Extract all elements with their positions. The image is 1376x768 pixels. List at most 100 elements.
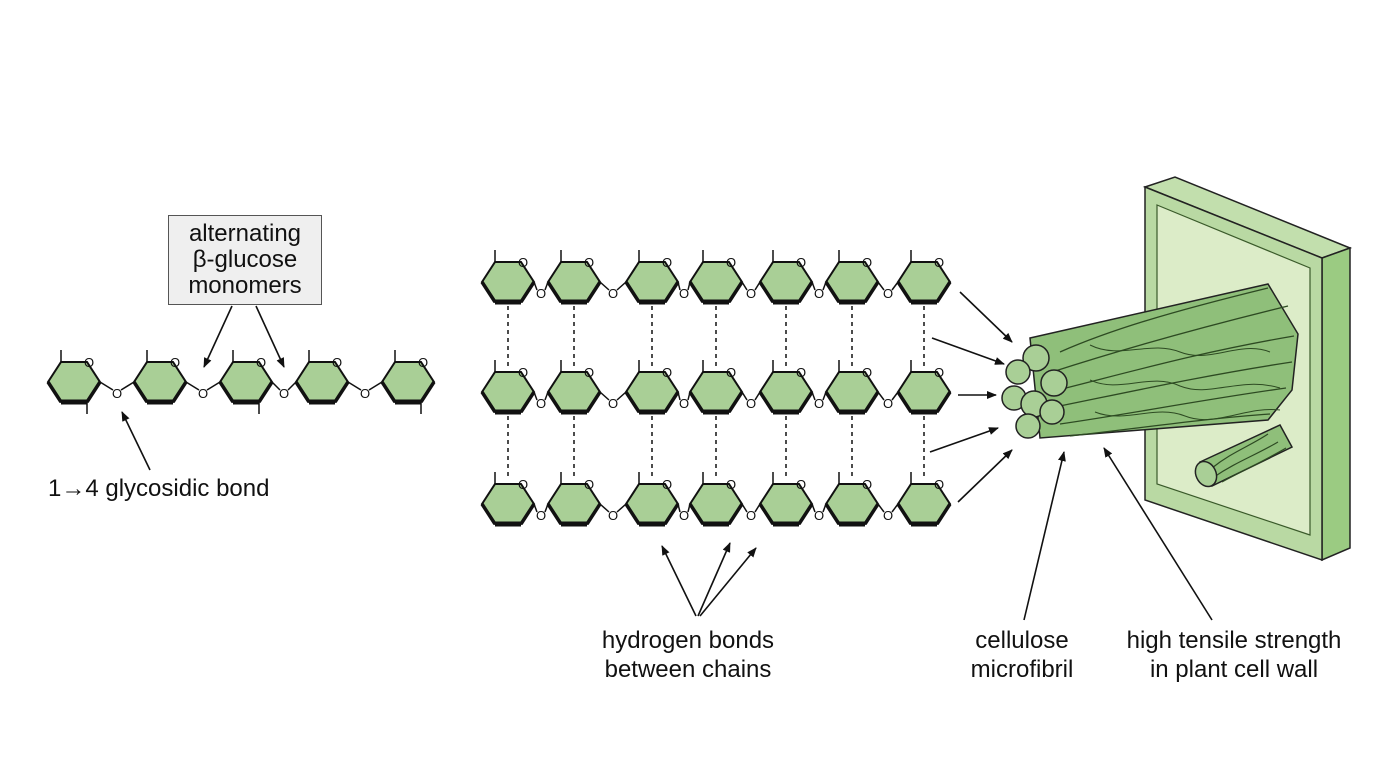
- parallel-chain-ring: O: [758, 360, 814, 415]
- glycosidic-oxygen-label: O: [814, 286, 824, 301]
- monomer-label-line-1: alternating: [188, 220, 302, 247]
- arrow-chain-to-fibril-5: [957, 449, 1013, 503]
- single-chain-ring: O: [380, 350, 436, 414]
- ring-oxygen-label: O: [84, 355, 94, 370]
- parallel-chain-link: O: [533, 503, 549, 523]
- ring-oxygen-label: O: [584, 365, 594, 380]
- microfibril-bundle: [1001, 283, 1299, 439]
- hydrogen-bonds-line-1: hydrogen bonds: [601, 627, 775, 654]
- ring-oxygen-label: O: [934, 477, 944, 492]
- parallel-chain-link: O: [811, 281, 827, 301]
- glycosidic-oxygen-label: O: [198, 386, 208, 401]
- parallel-chain-link: O: [677, 281, 691, 301]
- parallel-chain-ring: O: [480, 360, 536, 415]
- parallel-chain-ring: O: [758, 472, 814, 527]
- parallel-chain-link: O: [811, 503, 827, 523]
- arrow-chain-to-fibril-2: [931, 337, 1005, 365]
- parallel-chain-ring: O: [624, 360, 680, 415]
- tensile-strength-label: high tensile strength in plant cell wall: [1104, 626, 1364, 684]
- glycosidic-oxygen-label: O: [608, 396, 618, 411]
- arrow-monomer-left: [203, 305, 233, 368]
- parallel-chain-link: O: [599, 391, 627, 411]
- parallel-chain-ring: O: [688, 472, 744, 527]
- tensile-strength-line-2: in plant cell wall: [1149, 656, 1319, 683]
- glycosidic-bond-label: 1→4 glycosidic bond: [48, 475, 270, 502]
- glycosidic-oxygen-label: O: [679, 286, 689, 301]
- hydrogen-bonds-line-2: between chains: [604, 656, 772, 683]
- tensile-strength-line-1: high tensile strength: [1126, 627, 1342, 654]
- parallel-chain-ring: O: [546, 250, 602, 305]
- parallel-chain-ring: O: [546, 360, 602, 415]
- parallel-chain-ring: O: [688, 360, 744, 415]
- single-chain-ring: O: [46, 350, 102, 414]
- embedded-fibril: [1194, 424, 1294, 488]
- ring-oxygen-label: O: [862, 255, 872, 270]
- arrow-hbond-2: [697, 542, 731, 617]
- parallel-chain-ring: O: [688, 250, 744, 305]
- hydrogen-bond-lines: [507, 306, 925, 480]
- parallel-chain-link: O: [677, 391, 691, 411]
- monomer-label-line-2: β-glucose: [192, 246, 298, 273]
- ring-oxygen-label: O: [662, 477, 672, 492]
- parallel-chain-ring: O: [480, 250, 536, 305]
- parallel-chain-link: O: [599, 281, 627, 301]
- glycosidic-oxygen-label: O: [814, 396, 824, 411]
- glycosidic-oxygen-label: O: [360, 386, 370, 401]
- glycosidic-oxygen-label: O: [536, 286, 546, 301]
- ring-oxygen-label: O: [726, 365, 736, 380]
- glycosidic-oxygen-label: O: [883, 396, 893, 411]
- monomer-label-box: alternating β-glucose monomers: [168, 215, 322, 305]
- ring-oxygen-label: O: [418, 355, 428, 370]
- ring-oxygen-label: O: [518, 255, 528, 270]
- parallel-chain-link: O: [811, 391, 827, 411]
- arrows: [121, 291, 1213, 621]
- single-chain-ring: O: [218, 350, 274, 414]
- arrow-hbond-1: [661, 545, 697, 617]
- arrow-microfibril: [1023, 451, 1066, 621]
- ring-oxygen-label: O: [256, 355, 266, 370]
- glycosidic-oxygen-label: O: [112, 386, 122, 401]
- parallel-chain-ring: O: [624, 472, 680, 527]
- single-chain-ring: O: [132, 350, 188, 405]
- glycosidic-oxygen-label: O: [883, 286, 893, 301]
- parallel-chain-link: O: [533, 281, 549, 301]
- ring-oxygen-label: O: [518, 365, 528, 380]
- arrow-tensile-strength: [1103, 447, 1213, 621]
- parallel-chain-link: O: [677, 503, 691, 523]
- parallel-chain-ring: O: [896, 250, 952, 305]
- ring-oxygen-label: O: [796, 477, 806, 492]
- glycosidic-oxygen-label: O: [679, 396, 689, 411]
- hydrogen-bonds-label: hydrogen bonds between chains: [588, 626, 788, 684]
- parallel-chain-ring: O: [824, 472, 880, 527]
- parallel-chain-ring: O: [480, 472, 536, 527]
- parallel-chain-link: O: [877, 391, 899, 411]
- microfibril-line-2: microfibril: [970, 656, 1074, 683]
- ring-oxygen-label: O: [584, 477, 594, 492]
- arrow-chain-to-fibril-4: [929, 427, 999, 453]
- arrow-glycosidic-bond: [121, 411, 151, 471]
- parallel-chain-link: O: [877, 503, 899, 523]
- ring-oxygen-label: O: [584, 255, 594, 270]
- glycosidic-oxygen-label: O: [746, 396, 756, 411]
- microfibril-line-1: cellulose: [975, 627, 1069, 654]
- parallel-chain-ring: O: [896, 472, 952, 527]
- cell-wall-side: [1321, 246, 1351, 562]
- parallel-chain-ring: O: [546, 472, 602, 527]
- glycosidic-oxygen-label: O: [536, 396, 546, 411]
- parallel-chain-ring: O: [896, 360, 952, 415]
- ring-oxygen-label: O: [170, 355, 180, 370]
- single-chain-link: O: [185, 381, 221, 401]
- ring-oxygen-label: O: [332, 355, 342, 370]
- ring-oxygen-label: O: [662, 255, 672, 270]
- glycosidic-oxygen-label: O: [608, 508, 618, 523]
- arrow-chain-to-fibril-1: [959, 291, 1013, 343]
- glycosidic-oxygen-label: O: [746, 508, 756, 523]
- ring-oxygen-label: O: [796, 255, 806, 270]
- glycosidic-oxygen-label: O: [536, 508, 546, 523]
- arrow-hbond-3: [699, 547, 757, 617]
- ring-oxygen-label: O: [662, 365, 672, 380]
- ring-oxygen-label: O: [726, 255, 736, 270]
- parallel-chain-ring: O: [624, 250, 680, 305]
- glycosidic-oxygen-label: O: [814, 508, 824, 523]
